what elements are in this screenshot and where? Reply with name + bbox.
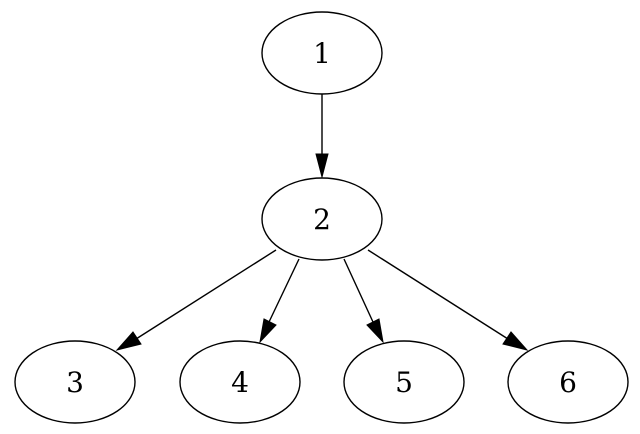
node-label: 5 [395, 366, 413, 399]
node-ellipse [261, 177, 383, 261]
arrowhead [502, 331, 529, 351]
arrowhead [259, 318, 277, 344]
edge-1-to-2 [315, 94, 329, 179]
edge-line [367, 249, 509, 340]
node-6: 6 [507, 340, 629, 424]
arrowhead [115, 331, 142, 351]
node-label: 3 [66, 366, 84, 399]
edge-2-to-5 [343, 258, 384, 344]
node-ellipse [14, 340, 136, 424]
edge-layer [115, 94, 529, 351]
node-ellipse [343, 340, 465, 424]
node-3: 3 [14, 340, 136, 424]
node-2: 2 [261, 177, 383, 261]
node-5: 5 [343, 340, 465, 424]
node-label: 1 [313, 37, 331, 70]
node-ellipse [179, 340, 301, 424]
node-ellipse [261, 11, 383, 95]
edge-2-to-6 [367, 249, 529, 351]
node-1: 1 [261, 11, 383, 95]
node-label: 4 [231, 366, 249, 399]
arrowhead [315, 153, 329, 179]
edge-line [268, 258, 300, 323]
edge-2-to-3 [115, 249, 277, 351]
node-4: 4 [179, 340, 301, 424]
arrowhead [366, 318, 384, 344]
edge-line [343, 258, 374, 323]
node-label: 6 [559, 366, 577, 399]
edge-2-to-4 [259, 258, 300, 344]
node-layer: 1 2 3 4 5 6 [14, 11, 629, 424]
node-ellipse [507, 340, 629, 424]
edge-line [135, 249, 277, 340]
node-label: 2 [313, 203, 331, 236]
